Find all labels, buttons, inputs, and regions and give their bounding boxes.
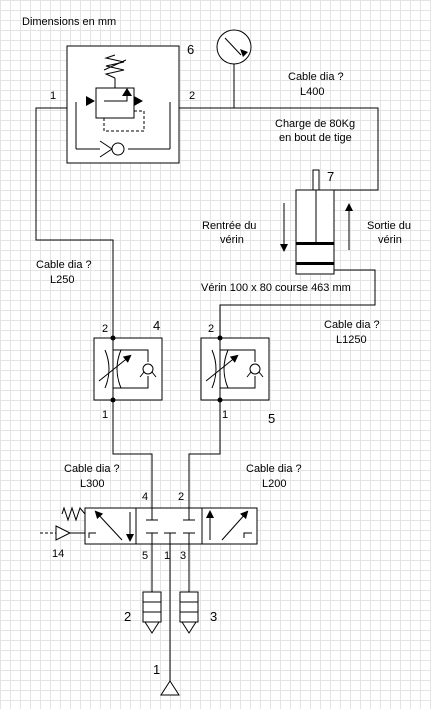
cable-l300-dia: Cable dia ? [64, 463, 120, 475]
valve-left-block [88, 532, 96, 538]
extend-label-line2: vérin [378, 234, 402, 246]
flow-left-port-top-dot [110, 335, 116, 341]
regulator-adjust-arrow-icon [103, 59, 127, 71]
flow-right-adjust-arrow-icon [205, 354, 239, 382]
silencer-right: 3 [179, 591, 217, 634]
supply-number: 1 [153, 662, 160, 677]
cable-l300-length: L300 [80, 478, 104, 490]
valve-port-4: 4 [142, 491, 148, 503]
flow-right-port-top-dot [217, 335, 223, 341]
regulator-port-arrow-left [86, 96, 95, 106]
flow-left-restrictor-b [116, 349, 122, 389]
pipe-l1250 [219, 269, 376, 338]
valve-left-arrow-a [94, 510, 123, 541]
flow-right-restrictor-a [211, 349, 217, 389]
regulator-number: 6 [187, 42, 194, 57]
directional-valve-5-2: 14 4 2 5 1 3 [40, 491, 258, 562]
flow-right-port-bottom-dot [217, 397, 223, 403]
flow-left-number: 4 [153, 318, 160, 333]
regulator-flow-path [104, 95, 128, 102]
flow-right-bypass-bottom [220, 376, 256, 389]
cylinder-spec: Vérin 100 x 80 course 463 mm [201, 282, 351, 294]
pressure-regulator: 6 1 2 [50, 42, 195, 164]
flow-left-port-bottom-dot [110, 397, 116, 403]
flow-left-port-1: 1 [102, 409, 108, 421]
valve-port-5: 5 [142, 550, 148, 562]
cable-l200-length: L200 [262, 478, 286, 490]
silencer-left-number: 2 [124, 609, 131, 624]
regulator-pilot-line [103, 110, 145, 132]
cable-l400-length: L400 [300, 86, 324, 98]
regulator-port-arrow-right [134, 96, 143, 106]
flow-left-bypass-top [113, 349, 149, 362]
valve-right-arrow-b [221, 510, 249, 541]
cable-l1250-dia: Cable dia ? [324, 319, 380, 331]
pipe-l250 [35, 107, 114, 338]
regulator-flow-arrow-icon [122, 88, 132, 96]
regulator-spring-icon [104, 54, 125, 79]
pipes [35, 107, 379, 508]
flow-right-number: 5 [268, 411, 275, 426]
load-label-line2: en bout de tige [279, 132, 352, 144]
valve-port-3: 3 [180, 550, 186, 562]
extend-label-line1: Sortie du [367, 220, 411, 232]
regulator-check-ball-icon [111, 142, 125, 156]
valve-spring-icon [61, 506, 86, 522]
silencer-right-body [179, 591, 199, 623]
pressure-gauge [216, 29, 252, 108]
flow-right-restrictor-b [223, 349, 229, 389]
cylinder-number: 7 [327, 169, 334, 184]
regulator-port-2: 2 [189, 90, 195, 102]
flow-left-port-2: 2 [102, 323, 108, 335]
pipe-l400 [179, 107, 379, 191]
cable-l1250-length: L1250 [336, 334, 367, 346]
gauge-needle-tip [240, 49, 248, 57]
silencer-right-number: 3 [210, 609, 217, 624]
silencer-left: 2 [124, 591, 162, 634]
flow-right-check-ball-icon [249, 363, 261, 375]
valve-port-2: 2 [178, 491, 184, 503]
dimensions-label: Dimensions en mm [22, 16, 116, 28]
valve-pilot-triangle-icon [55, 525, 72, 541]
cylinder-rod [312, 169, 320, 191]
air-supply: 1 [153, 544, 180, 696]
cylinder: 7 Charge de 80Kg en bout de tige Rentrée… [201, 118, 411, 294]
retract-label-line2: vérin [220, 234, 244, 246]
silencer-left-exhaust-icon [144, 621, 160, 634]
gauge-needle-icon [224, 37, 242, 56]
cable-l250-length: L250 [50, 274, 74, 286]
silencer-left-body [142, 591, 162, 623]
silencer-right-exhaust-icon [181, 621, 197, 634]
retract-label-line1: Rentrée du [202, 220, 256, 232]
flow-left-check-ball-icon [142, 363, 154, 375]
flow-control-right: 5 2 1 [200, 323, 275, 426]
cable-l400-dia: Cable dia ? [288, 71, 344, 83]
regulator-port-1: 1 [50, 90, 56, 102]
flow-right-port-1: 1 [222, 409, 228, 421]
flow-left-adjust-arrow-icon [98, 354, 132, 382]
flow-right-port-2: 2 [208, 323, 214, 335]
cylinder-piston-top [296, 242, 334, 245]
valve-port-1: 1 [164, 550, 170, 562]
load-label-line1: Charge de 80Kg [275, 118, 355, 130]
valve-right-block [243, 532, 252, 538]
flow-left-bypass-bottom [113, 376, 149, 389]
flow-right-bypass-top [220, 349, 256, 362]
pipe-l200 [188, 400, 221, 508]
cylinder-barrel [295, 189, 335, 275]
cable-l200-dia: Cable dia ? [246, 463, 302, 475]
flow-control-left: 4 2 1 [93, 318, 163, 421]
cable-l250-dia: Cable dia ? [36, 259, 92, 271]
valve-pilot-number: 14 [52, 548, 64, 560]
cylinder-piston-bottom [296, 262, 334, 265]
valve-body [84, 507, 258, 545]
flow-left-restrictor-a [104, 349, 110, 389]
pipe-l300 [112, 400, 153, 508]
supply-source-triangle-icon [160, 680, 180, 696]
